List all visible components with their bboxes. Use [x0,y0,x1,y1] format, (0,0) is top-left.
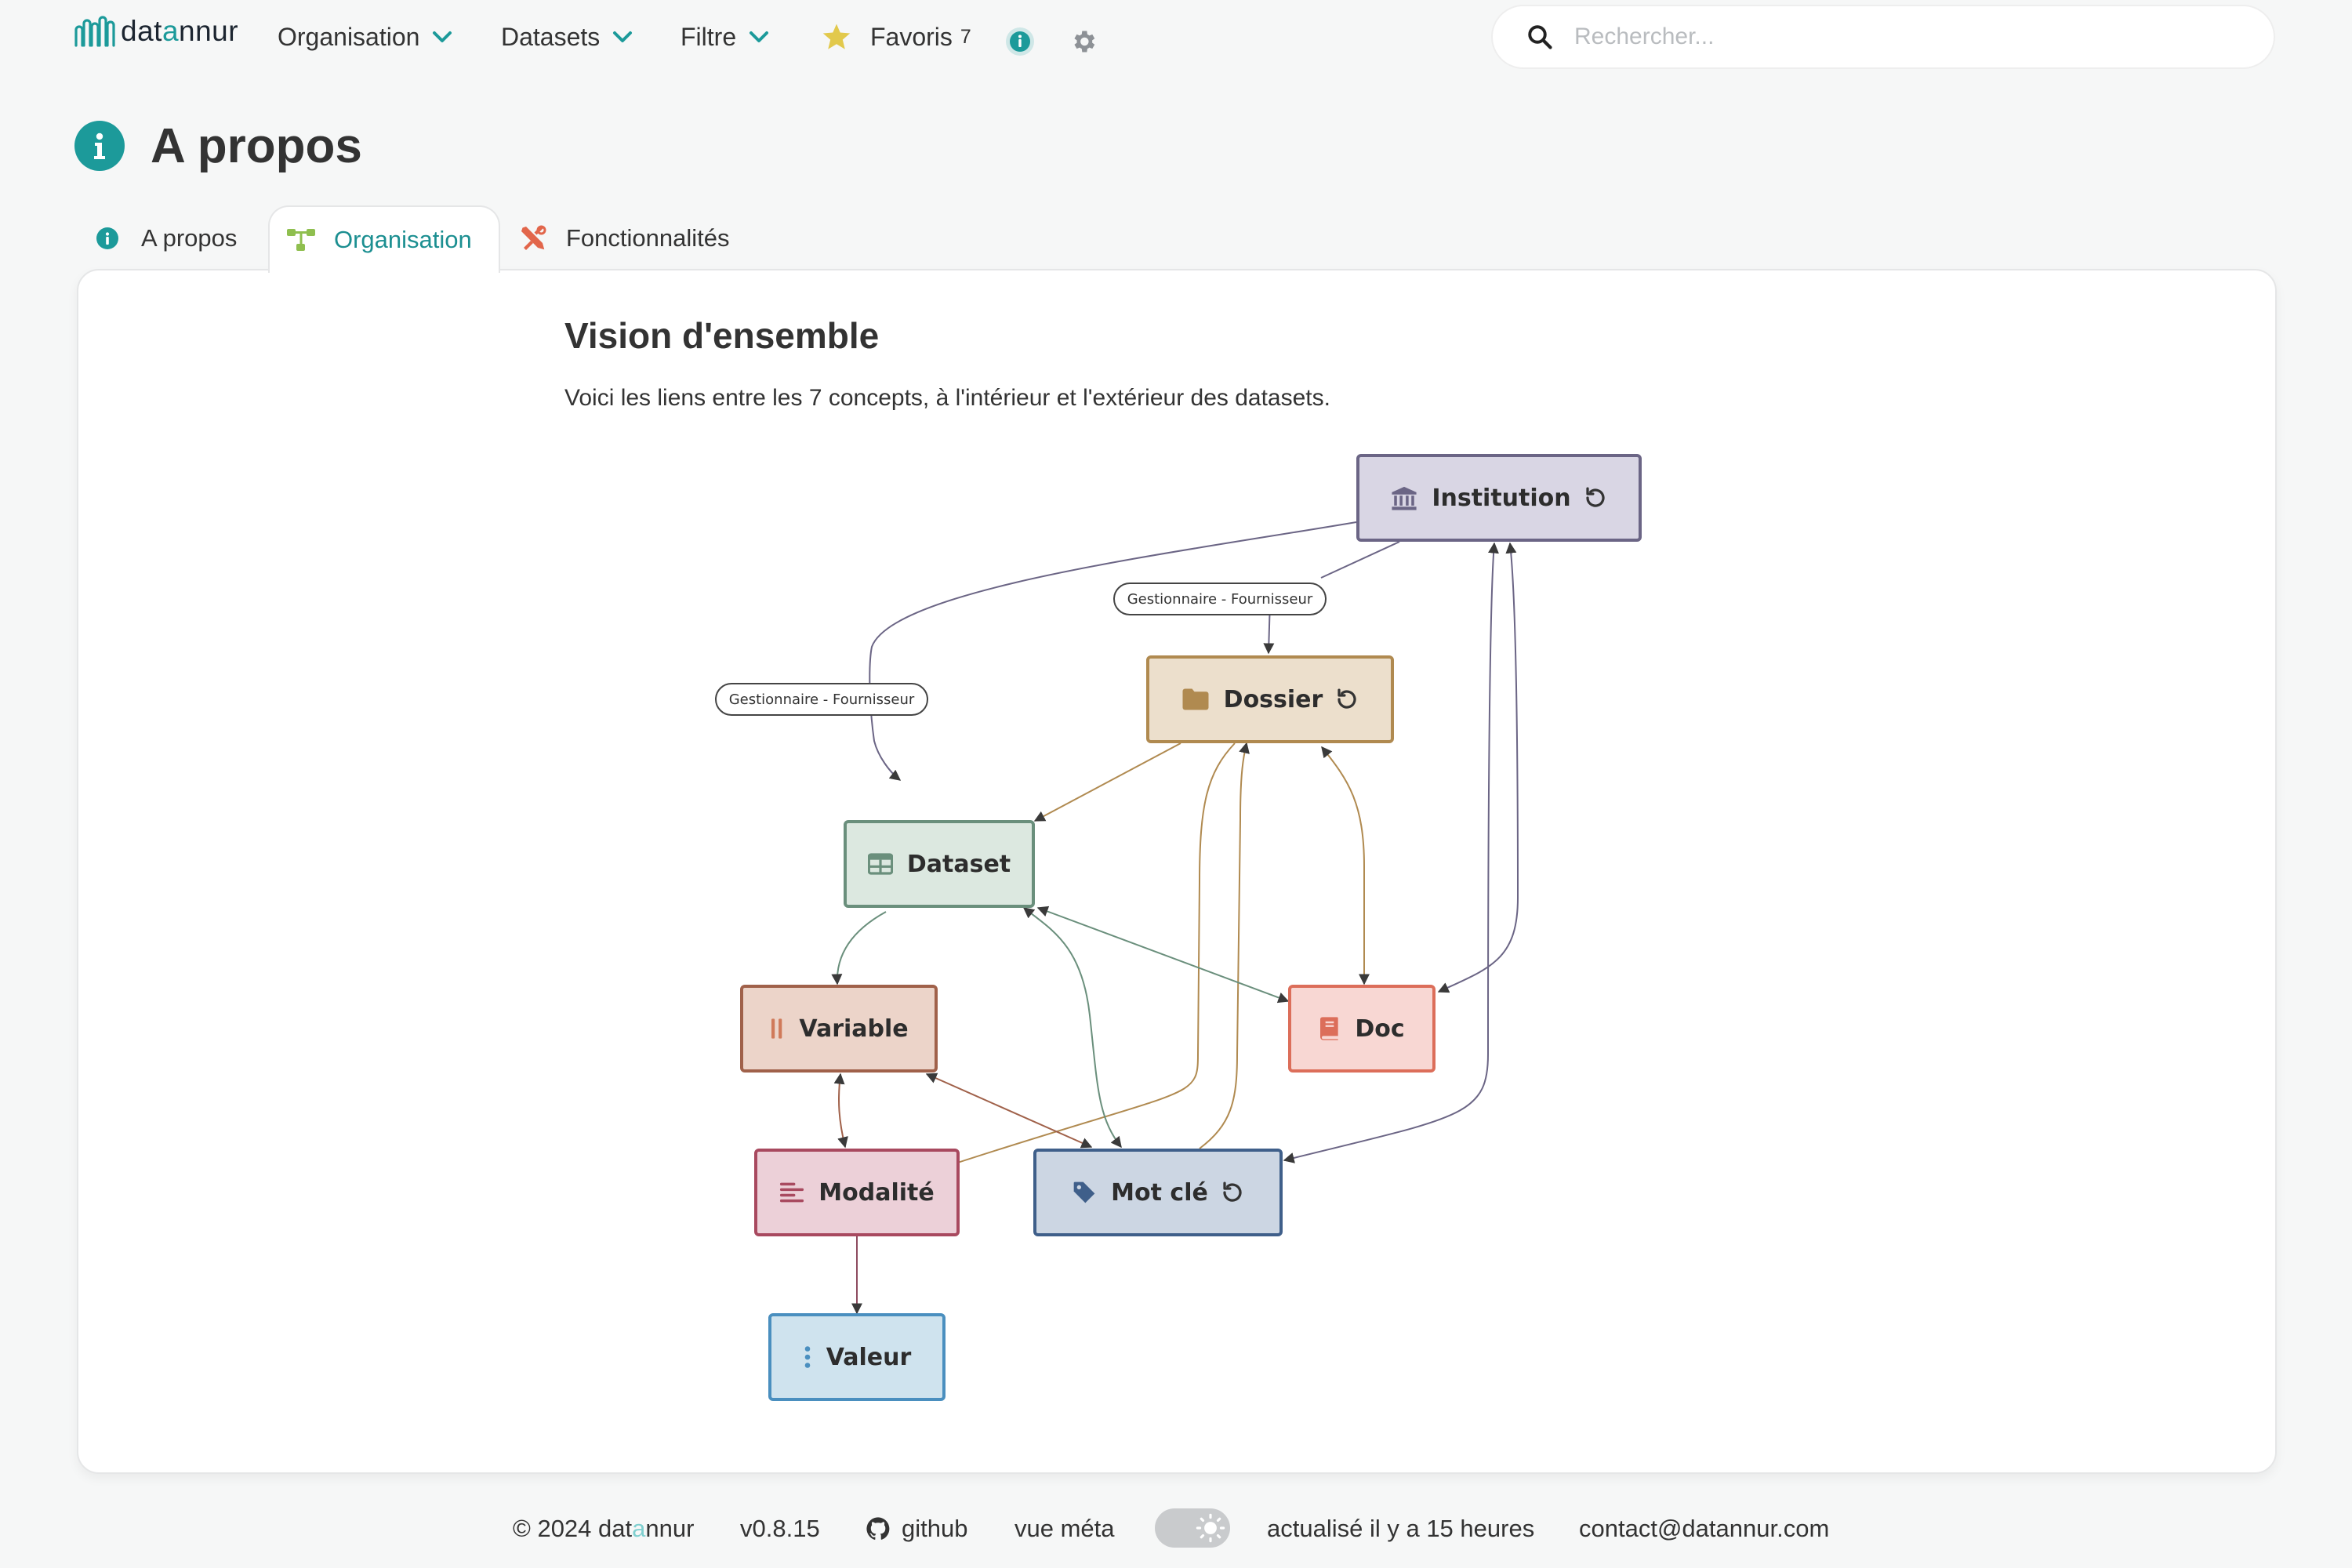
settings-button[interactable] [1069,22,1098,61]
gear-icon [1074,31,1095,53]
node-dossier[interactable]: Dossier [1146,655,1394,743]
section-heading: Vision d'ensemble [564,315,880,356]
favoris-count: 7 [960,25,971,48]
tools-icon [521,225,546,250]
edge-dataset-doc [1036,906,1290,1004]
nav-favoris[interactable]: Favoris 7 [822,17,971,56]
edge-dossier-modalite [939,742,1236,1171]
node-dataset-label: Dataset [906,850,1011,878]
history-icon [1586,487,1605,507]
info-icon [96,227,118,249]
meta-view-toggle[interactable] [1155,1508,1230,1548]
sitemap-icon [287,229,315,251]
node-modalite-label: Modalité [818,1178,935,1207]
nav-organisation[interactable]: Organisation [278,17,452,56]
app-logo[interactable]: datannur [74,14,238,49]
history-icon-button[interactable] [1335,688,1359,711]
tab-fonctionnalites-label: Fonctionnalités [566,224,730,252]
folder-icon [1182,688,1209,710]
institution-icon [1392,486,1417,510]
nav-organisation-label: Organisation [278,22,420,51]
history-icon-button[interactable] [1584,486,1607,510]
node-mot-cle-label: Mot clé [1111,1178,1208,1207]
node-valeur-label: Valeur [826,1343,912,1371]
edge-motcle-dossier [1199,742,1250,1149]
logo-icon [74,16,115,47]
edge-institution-dataset [869,521,1357,781]
node-institution[interactable]: Institution [1356,454,1642,542]
edge-institution-dossier [1320,541,1400,579]
node-mot-cle[interactable]: Mot clé [1033,1149,1283,1236]
star-icon [822,24,851,49]
tab-a-propos[interactable]: A propos [96,205,343,271]
content-card: Vision d'ensemble Voici les liens entre … [77,269,2277,1474]
logo-text: datannur [121,15,239,47]
history-icon [1223,1181,1242,1202]
tab-a-propos-label: A propos [141,224,238,252]
node-dataset[interactable]: Dataset [844,820,1035,908]
footer-meta-view-label: vue méta [1014,1515,1115,1542]
info-icon [74,121,125,171]
node-modalite[interactable]: Modalité [754,1149,960,1236]
nav-filtre[interactable]: Filtre [681,17,769,56]
chevron-down-icon [613,31,633,42]
page-title: A propos [74,118,362,174]
footer-version[interactable]: v0.8.15 [740,1515,820,1542]
node-valeur[interactable]: Valeur [768,1313,946,1401]
columns-icon [771,1018,782,1039]
edge-dataset-variable [831,911,887,985]
edge-label-gestionnaire-fournisseur: Gestionnaire - Fournisseur [715,683,928,716]
search-bar[interactable] [1491,5,2275,69]
edge-dataset-motcle [1022,907,1122,1149]
about-button[interactable] [1005,22,1035,61]
edge-dossier-dataset [1033,742,1181,822]
github-icon [866,1517,890,1540]
nav-datasets-label: Datasets [501,22,601,51]
history-icon [1338,688,1356,709]
tab-fonctionnalites[interactable]: Fonctionnalités [519,205,770,271]
history-icon-button[interactable] [1221,1181,1244,1204]
tab-organisation[interactable]: Organisation [268,205,500,273]
sun-icon [1196,1513,1225,1543]
page-title-text: A propos [151,118,362,173]
knob [1196,1513,1225,1543]
edge-label-gestionnaire-fournisseur: Gestionnaire - Fournisseur [1113,583,1327,615]
table-icon [867,853,893,875]
footer-updated: actualisé il y a 15 heures [1267,1515,1535,1542]
node-institution-label: Institution [1432,484,1571,512]
concept-diagram-edges [831,521,1519,1315]
tab-organisation-label: Organisation [334,226,472,253]
node-doc[interactable]: Doc [1288,985,1436,1073]
edge-institution-doc [1437,542,1519,993]
edge-variable-motcle [925,1073,1093,1149]
footer-github-label: github [902,1515,968,1542]
section-description: Voici les liens entre les 7 concepts, à … [564,385,1330,411]
align-left-icon [780,1182,804,1203]
tag-icon [1073,1181,1095,1203]
favoris-label: Favoris [870,22,953,51]
vertical-dots-icon [804,1346,810,1368]
edge-variable-modalite [833,1073,848,1149]
footer-contact-link[interactable]: contact@datannur.com [1579,1515,1830,1542]
node-variable-label: Variable [799,1014,909,1043]
node-variable[interactable]: Variable [740,985,938,1073]
info-icon [1006,27,1034,56]
search-input[interactable] [1574,24,2249,50]
chevron-down-icon [750,31,769,42]
edge-dossier-doc [1321,746,1370,985]
nav-filtre-label: Filtre [681,22,737,51]
book-icon [1320,1017,1339,1040]
chevron-down-icon [433,31,452,42]
footer-github-link[interactable]: github [866,1512,967,1546]
nav-datasets[interactable]: Datasets [501,17,633,56]
node-doc-label: Doc [1355,1014,1405,1043]
search-icon [1528,25,1552,49]
top-navigation: datannur Organisation Datasets Filtre Fa… [0,0,2352,75]
node-dossier-label: Dossier [1223,685,1323,713]
